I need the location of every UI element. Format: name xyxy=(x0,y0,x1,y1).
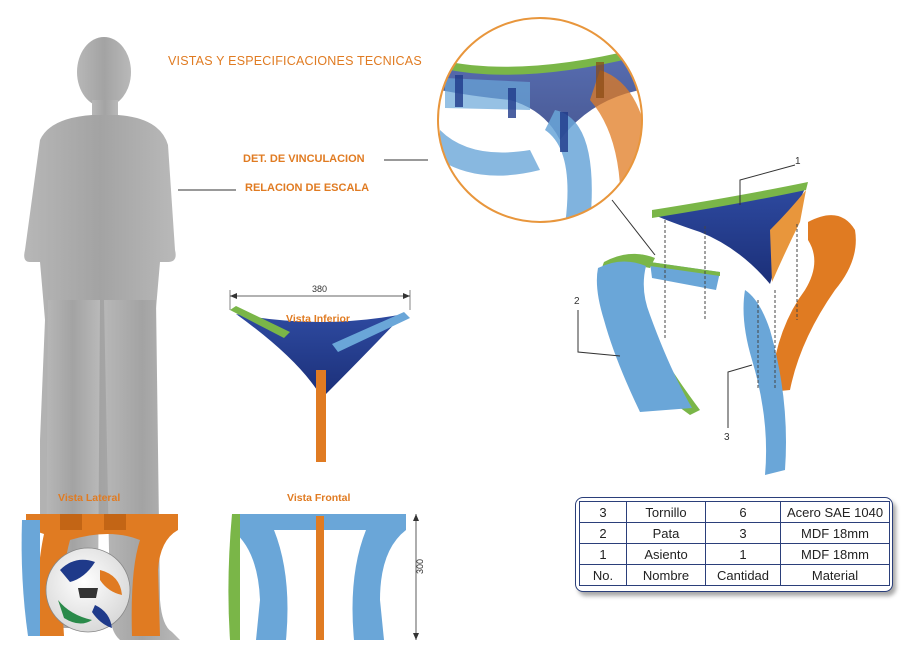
detail-circle xyxy=(437,17,643,223)
table-cell: 3 xyxy=(705,522,781,544)
exploded-number-2: 2 xyxy=(574,296,580,307)
bottom-view-drawing xyxy=(229,290,411,462)
table-header-material: Material xyxy=(780,564,890,586)
table-cell: 1 xyxy=(705,543,781,565)
table-cell: 1 xyxy=(579,543,627,565)
exploded-number-3: 3 xyxy=(724,432,730,443)
table-header-name: Nombre xyxy=(626,564,706,586)
table-cell: 6 xyxy=(705,501,781,523)
table-row: 1 Asiento 1 MDF 18mm xyxy=(579,543,890,565)
detail-callout-label: DET. DE VINCULACION xyxy=(243,153,365,165)
page-title: VISTAS Y ESPECIFICACIONES TECNICAS xyxy=(168,54,422,68)
table-row: 2 Pata 3 MDF 18mm xyxy=(579,522,890,544)
front-view-dimension: 300 xyxy=(415,558,425,574)
detail-pointer-line xyxy=(611,199,656,256)
table-header-row: No. Nombre Cantidad Material xyxy=(579,564,890,586)
bottom-view-label: Vista Inferior xyxy=(286,313,350,325)
table-header-no: No. xyxy=(579,564,627,586)
table-cell: 3 xyxy=(579,501,627,523)
side-view-label: Vista Lateral xyxy=(58,492,121,504)
front-view-label: Vista Frontal xyxy=(287,492,351,504)
table-cell: Acero SAE 1040 xyxy=(780,501,890,523)
table-row: 3 Tornillo 6 Acero SAE 1040 xyxy=(579,501,890,523)
bottom-view-dimension: 380 xyxy=(312,284,328,294)
table-cell: 2 xyxy=(579,522,627,544)
table-cell: MDF 18mm xyxy=(780,522,890,544)
table-cell: Tornillo xyxy=(626,501,706,523)
exploded-view xyxy=(577,164,856,475)
table-cell: MDF 18mm xyxy=(780,543,890,565)
scale-callout-label: RELACION DE ESCALA xyxy=(245,182,370,194)
exploded-number-1: 1 xyxy=(795,156,801,167)
side-view-drawing xyxy=(21,514,178,636)
front-view-drawing xyxy=(228,514,419,640)
table-header-quantity: Cantidad xyxy=(705,564,781,586)
specs-table: 3 Tornillo 6 Acero SAE 1040 2 Pata 3 MDF… xyxy=(579,501,890,586)
table-cell: Pata xyxy=(626,522,706,544)
table-cell: Asiento xyxy=(626,543,706,565)
soccer-ball xyxy=(45,547,131,633)
